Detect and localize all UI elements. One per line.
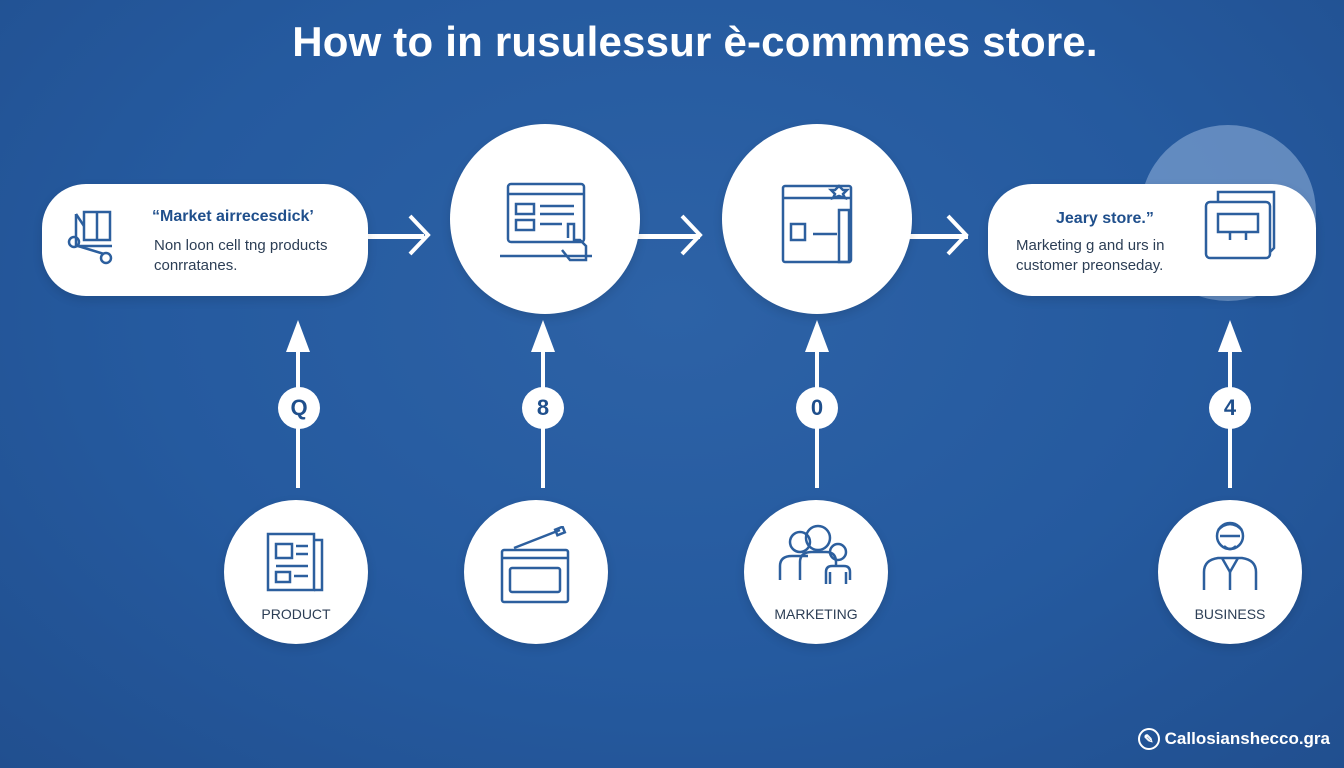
card-title: “Market airrecesdick’ — [152, 208, 314, 225]
person-icon — [1202, 521, 1258, 590]
cart-icon — [67, 210, 113, 265]
step-number-3: 0 — [796, 387, 838, 429]
page-title: How to in rusulessur è-commmes store. — [292, 18, 1098, 65]
step-circle-2 — [450, 124, 640, 314]
card-desc-line-1: Marketing g and urs in — [1016, 237, 1165, 254]
bottom-label: PRODUCT — [261, 606, 331, 622]
card-desc-line-2: conrratanes. — [154, 257, 238, 274]
laptop-icon — [500, 526, 570, 604]
web-page-icon — [781, 184, 853, 264]
document-icon — [266, 532, 324, 592]
footer-watermark: ✎ Callosianshecco.gra — [1137, 728, 1330, 750]
bottom-circle-product: PRODUCT — [224, 500, 368, 644]
card-title: Jeary store.” — [1056, 210, 1154, 227]
chevron-right-icon — [946, 214, 969, 256]
step-number-4: 4 — [1209, 387, 1251, 429]
connector-line-2 — [636, 234, 700, 239]
bottom-circle-laptop — [464, 500, 608, 644]
step-card-market: “Market airrecesdick’ Non loon cell tng … — [42, 184, 368, 296]
arrow-up-icon — [286, 320, 310, 352]
step-card-store: Jeary store.” Marketing g and urs in cus… — [988, 184, 1316, 296]
people-icon — [778, 524, 852, 584]
bottom-label: BUSINESS — [1194, 606, 1266, 622]
connector-line-1 — [360, 234, 424, 239]
card-desc-line-1: Non loon cell tng products — [154, 237, 328, 254]
chevron-right-icon — [408, 214, 431, 256]
connector-line-3 — [908, 234, 968, 239]
bottom-circle-marketing: MARKETING — [744, 500, 888, 644]
arrow-up-icon — [1218, 320, 1242, 352]
footer-text: Callosianshecco.gra — [1164, 729, 1330, 748]
arrow-up-icon — [531, 320, 555, 352]
arrow-up-icon — [805, 320, 829, 352]
step-number-2: 8 — [522, 387, 564, 429]
chevron-right-icon — [680, 214, 703, 256]
shopping-bag-icon — [1204, 190, 1276, 260]
browser-click-icon — [500, 182, 592, 262]
bottom-circle-business: BUSINESS — [1158, 500, 1302, 644]
logo-icon: ✎ — [1137, 728, 1160, 750]
step-number-1: Q — [278, 387, 320, 429]
card-desc-line-2: customer preonseday. — [1016, 257, 1164, 274]
bottom-label: MARKETING — [774, 606, 858, 622]
step-circle-3 — [722, 124, 912, 314]
